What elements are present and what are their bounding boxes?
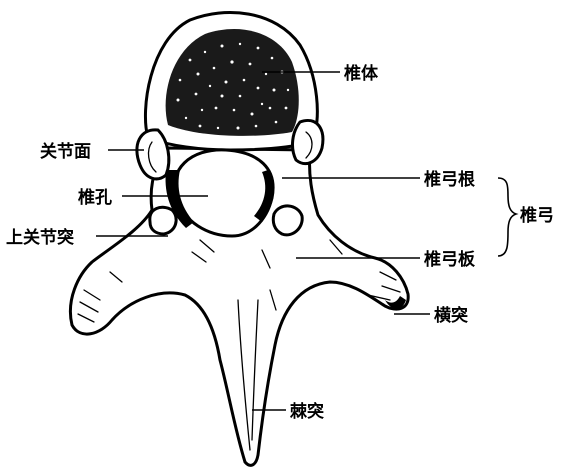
label-pedicle: 椎弓根	[423, 169, 475, 190]
vertebral-arch-brace	[498, 178, 516, 256]
label-articular-facet: 关节面	[40, 141, 91, 162]
left-articular-facet	[137, 130, 169, 179]
label-vertebral-body: 椎体	[343, 63, 379, 84]
left-superior-articular-process	[150, 207, 176, 234]
label-vertebral-foramen: 椎孔	[77, 187, 112, 208]
label-spinous-process: 棘突	[290, 401, 324, 422]
label-lamina: 椎弓板	[423, 249, 476, 270]
label-vertebral-arch: 椎弓	[519, 205, 554, 226]
label-transverse-process: 横突	[434, 305, 468, 326]
label-superior-articular-process: 上关节突	[6, 227, 74, 248]
right-superior-articular-process	[273, 206, 302, 235]
